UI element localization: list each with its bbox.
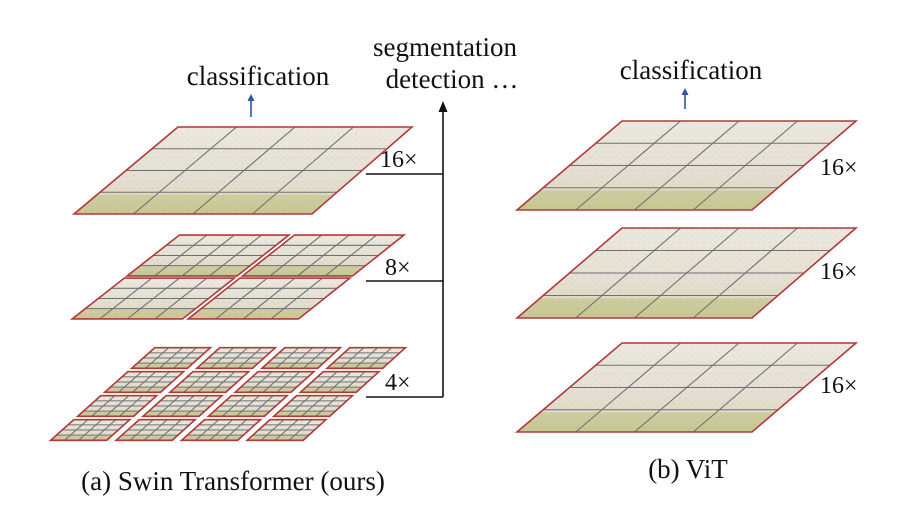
vit-caption: (b) ViT [648, 454, 728, 484]
swin-8x-window-grid-v [324, 234, 377, 277]
swin-8x-window-grid-v [270, 277, 323, 320]
swin-4x-window [140, 394, 224, 418]
vit-middle-panel [514, 227, 859, 319]
swin-4x-window-border [233, 370, 316, 394]
swin-4x-window [179, 418, 263, 442]
swin-16x-panel-border [71, 126, 415, 215]
swin-4x-window [75, 394, 159, 418]
swin-4x-window-border [324, 346, 408, 370]
vit-feature-map-bottom [514, 342, 859, 433]
vit-top-panel-grid-v [692, 120, 798, 211]
vit-top-panel [514, 120, 859, 211]
swin-4x-window-grid-v [184, 395, 209, 417]
vit-feature-map-middle [514, 227, 859, 319]
vit-middle-panel-grid-v [692, 227, 798, 319]
segmentation-label: segmentation [373, 32, 517, 62]
swin-4x-window-grid-v [173, 347, 197, 369]
swin-classification-label: classification [187, 61, 330, 91]
swin-4x-window-border [102, 370, 186, 394]
swin-4x-window-border [298, 370, 381, 394]
swin-classification-arrowhead [247, 94, 255, 101]
swin-16x-panel [71, 126, 415, 215]
swin-4x-window-border [48, 418, 132, 442]
swin-4x-window-grid-v [238, 347, 262, 369]
swin-4x-window-border [179, 418, 263, 442]
swin-4x-window [102, 370, 186, 394]
swin-4x-window [298, 370, 381, 394]
vit-feature-map-top [514, 120, 859, 211]
swin-scale-8x: 8× [385, 255, 411, 281]
swin-caption: (a) Swin Transformer (ours) [81, 466, 385, 496]
swin-4x-window-grid-v [249, 395, 274, 417]
swin-8x-window-border [240, 234, 407, 277]
swin-4x-window [271, 394, 355, 418]
swin-4x-window [194, 346, 278, 370]
swin-4x-window-grid-v [92, 419, 117, 441]
swin-8x-window [185, 277, 353, 320]
swin-4x-window-border [194, 346, 278, 370]
swin-8x-window-border [124, 234, 292, 277]
swin-4x-feature-map [48, 346, 408, 442]
swin-4x-window-border [206, 394, 290, 418]
vit-classification-label: classification [620, 55, 763, 85]
swin-16x-panel-grid-v [252, 126, 354, 215]
swin-4x-window-border [75, 394, 159, 418]
swin-4x-window-border [167, 370, 251, 394]
swin-4x-window-border [129, 346, 213, 370]
swin-4x-window-border [114, 418, 198, 442]
swin-4x-window [245, 418, 328, 442]
swin-4x-window-grid-v [146, 371, 170, 393]
vit-middle-panel-border [514, 227, 859, 319]
swin-4x-window-grid-v [368, 347, 392, 369]
swin-8x-window [124, 234, 292, 277]
swin-8x-window [69, 277, 237, 320]
swin-4x-window-grid-v [288, 419, 313, 441]
swin-4x-window [259, 346, 343, 370]
swin-4x-window-grid-v [276, 371, 301, 393]
swin-column: classification 16× 8× 4× segmentation de… [48, 32, 519, 496]
swin-4x-window [324, 346, 408, 370]
swin-4x-window-grid-v [223, 419, 247, 441]
swin-4x-window-grid-v [303, 347, 327, 369]
swin-4x-window-grid-v [211, 371, 236, 393]
swin-4x-window [129, 346, 213, 370]
swin-scale-4x: 4× [385, 370, 411, 396]
swin-8x-window-grid-v [154, 277, 208, 320]
swin-4x-window-border [140, 394, 224, 418]
swin-8x-window-border [185, 277, 353, 320]
swin-4x-window [206, 394, 290, 418]
vit-scale-middle: 16× [820, 259, 858, 285]
swin-4x-window-grid-v [157, 419, 182, 441]
swin-8x-window-grid-v [209, 234, 262, 277]
swin-4x-window [167, 370, 251, 394]
swin-4x-window-border [245, 418, 328, 442]
swin-4x-window [233, 370, 316, 394]
swin-4x-window-grid-v [315, 395, 339, 417]
swin-8x-feature-map [69, 234, 407, 320]
vit-column: classification 16× 16× 16× (b) ViT [514, 55, 859, 484]
swin-8x-window-border [69, 277, 237, 320]
vit-scale-top: 16× [820, 155, 858, 181]
vit-top-panel-border [514, 120, 859, 211]
vit-bottom-panel [514, 342, 859, 433]
swin-4x-window [114, 418, 198, 442]
swin-16x-feature-map [71, 126, 415, 215]
swin-4x-window-grid-v [341, 371, 366, 393]
swin-8x-window [240, 234, 407, 277]
swin-scale-16x: 16× [380, 147, 418, 173]
vit-scale-bottom: 16× [820, 373, 858, 399]
detection-label: detection … [386, 64, 519, 94]
vit-bottom-panel-grid-v [692, 342, 798, 433]
swin-4x-window [48, 418, 132, 442]
pyramid-up-arrowhead [438, 101, 448, 112]
vit-classification-arrowhead [681, 88, 689, 95]
swin-4x-window-border [259, 346, 343, 370]
swin-4x-window-grid-v [119, 395, 144, 417]
vit-bottom-panel-border [514, 342, 859, 433]
swin-4x-window-border [271, 394, 355, 418]
